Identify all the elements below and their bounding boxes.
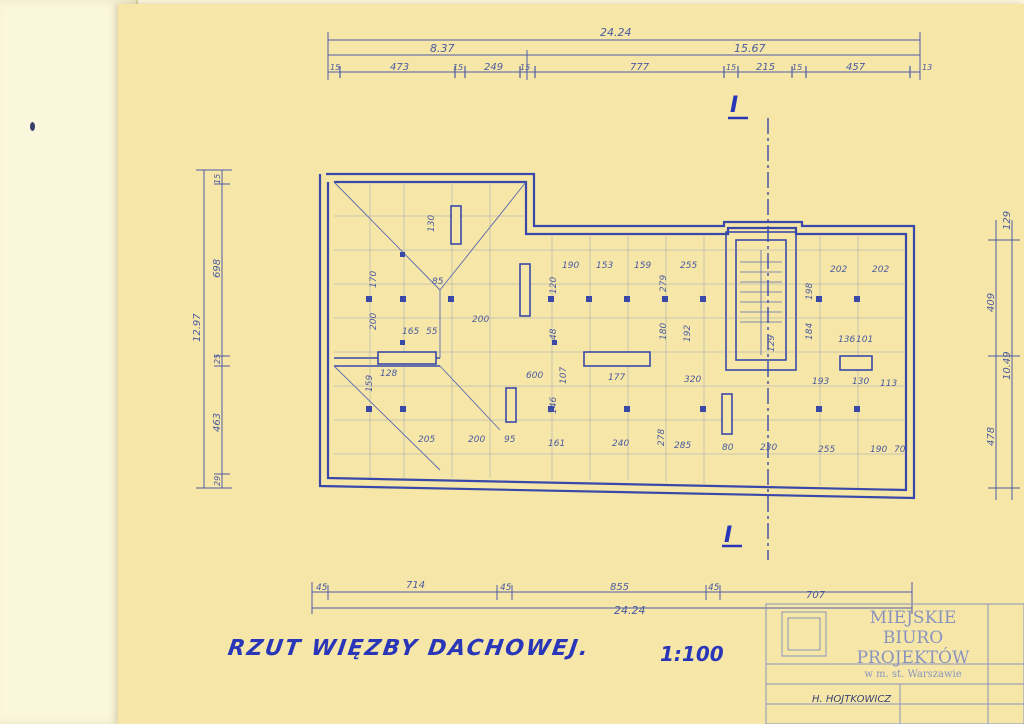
interior-label: 190 bbox=[562, 261, 579, 271]
dim-top-seg: 15 bbox=[453, 63, 463, 72]
dim-top-seg: 15 bbox=[726, 63, 736, 72]
dim-top-seg: 249 bbox=[484, 62, 503, 73]
interior-label: 279 bbox=[659, 275, 669, 292]
dim-top-seg: 13 bbox=[922, 63, 932, 72]
binding-hole bbox=[30, 122, 35, 131]
interior-label: 180 bbox=[659, 323, 669, 340]
interior-label: 200 bbox=[472, 315, 489, 325]
interior-label: 85 bbox=[432, 277, 444, 287]
interior-label: 202 bbox=[830, 265, 847, 275]
dim-left-seg: 29 bbox=[213, 476, 222, 486]
interior-label: 192 bbox=[683, 325, 693, 342]
interior-label: 170 bbox=[369, 271, 379, 288]
interior-label: 113 bbox=[880, 379, 897, 389]
dim-left-seg: 698 bbox=[212, 259, 223, 278]
drawing-title: RZUT WIĘZBY DACHOWEJ. bbox=[226, 636, 592, 661]
interior-label: 190 bbox=[870, 445, 887, 455]
dim-top-right-total: 15.67 bbox=[734, 42, 766, 55]
interior-label: 101 bbox=[856, 335, 873, 345]
dim-bottom-seg: 45 bbox=[316, 583, 328, 593]
interior-label: 165 bbox=[402, 327, 419, 337]
interior-label: 107 bbox=[559, 367, 569, 384]
interior-label: 130 bbox=[852, 377, 869, 387]
dim-bottom-overall: 24.24 bbox=[614, 604, 646, 617]
dim-right-overall: 10.49 bbox=[1002, 351, 1013, 380]
interior-label: 200 bbox=[468, 435, 485, 445]
interior-label: 128 bbox=[380, 369, 397, 379]
dim-top-seg: 15 bbox=[520, 63, 530, 72]
interior-label: 184 bbox=[805, 323, 815, 340]
dim-left-seg: 25 bbox=[213, 354, 222, 364]
dim-bottom-seg: 855 bbox=[610, 582, 629, 593]
dim-right-seg: 409 bbox=[986, 293, 997, 312]
dim-bottom-seg: 707 bbox=[806, 590, 826, 601]
stamp-line-2: PROJEKTÓW bbox=[856, 648, 970, 668]
interior-label: 55 bbox=[426, 327, 438, 337]
dim-left-overall: 12.97 bbox=[192, 313, 203, 342]
dim-top-seg: 777 bbox=[630, 62, 650, 73]
interior-label: 95 bbox=[504, 435, 516, 445]
office-stamp: MIEJSKIE BIURO PROJEKTÓW w m. st. Warsza… bbox=[838, 608, 988, 682]
interior-label: 159 bbox=[365, 375, 375, 392]
interior-label: 255 bbox=[680, 261, 697, 271]
interior-label: 230 bbox=[760, 443, 777, 453]
interior-label: 285 bbox=[674, 441, 691, 451]
dim-bottom-seg: 45 bbox=[500, 583, 512, 593]
interior-label: 161 bbox=[548, 439, 565, 449]
interior-label: 48 bbox=[549, 328, 559, 340]
dim-left-seg: 15 bbox=[213, 174, 222, 184]
interior-label: 70 bbox=[894, 445, 906, 455]
interior-label: 200 bbox=[369, 313, 379, 330]
stamp-line-3: w m. st. Warszawie bbox=[864, 669, 962, 680]
interior-label: 202 bbox=[872, 265, 889, 275]
dim-right-seg: 129 bbox=[1002, 211, 1013, 230]
interior-label: 120 bbox=[549, 277, 559, 294]
dim-left-seg: 463 bbox=[212, 413, 223, 432]
interior-label: 278 bbox=[657, 429, 667, 446]
drawing-scale: 1:100 bbox=[660, 642, 724, 666]
interior-label: 193 bbox=[812, 377, 829, 387]
interior-label: 205 bbox=[418, 435, 435, 445]
interior-label: 177 bbox=[608, 373, 625, 383]
dim-bottom-seg: 45 bbox=[708, 583, 720, 593]
dim-top-overall: 24.24 bbox=[600, 26, 632, 39]
dim-bottom-seg: 714 bbox=[406, 580, 425, 591]
dim-top-seg: 457 bbox=[846, 62, 866, 73]
dim-top-seg: 215 bbox=[756, 62, 775, 73]
section-marker-top: I bbox=[730, 93, 738, 118]
interior-label: 130 bbox=[427, 215, 437, 232]
dim-top-seg: 473 bbox=[390, 62, 409, 73]
stamp-line-1: MIEJSKIE BIURO bbox=[869, 608, 957, 648]
interior-label: 136 bbox=[838, 335, 855, 345]
section-marker-bottom: I bbox=[724, 523, 732, 548]
interior-label: 600 bbox=[526, 371, 543, 381]
interior-label: 80 bbox=[722, 443, 734, 453]
interior-label: 153 bbox=[596, 261, 613, 271]
interior-label: 159 bbox=[634, 261, 651, 271]
dim-top-seg: 15 bbox=[792, 63, 802, 72]
author-name: H. HOJTKOWICZ bbox=[812, 694, 892, 705]
dim-right-seg: 478 bbox=[986, 427, 997, 446]
interior-label: 198 bbox=[805, 283, 815, 300]
dim-top-left-total: 8.37 bbox=[430, 42, 455, 55]
interior-label: 129 bbox=[767, 335, 777, 352]
interior-label: 320 bbox=[684, 375, 701, 385]
interior-label: 240 bbox=[612, 439, 629, 449]
dim-top-seg: 15 bbox=[330, 63, 340, 72]
interior-label: 146 bbox=[549, 397, 559, 414]
interior-label: 255 bbox=[818, 445, 835, 455]
